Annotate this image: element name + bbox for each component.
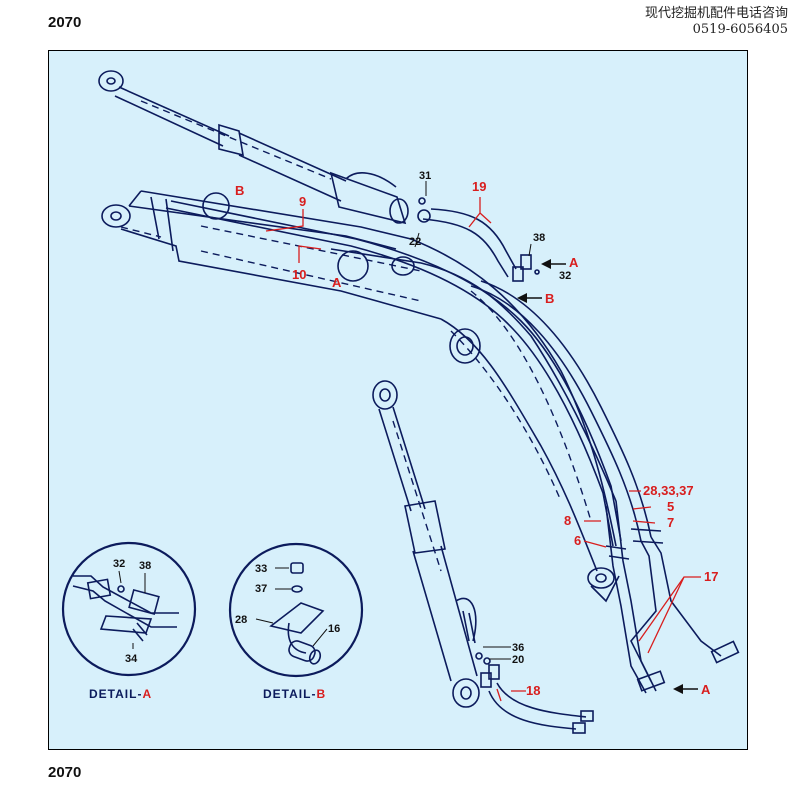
detail-a: 32 38 34 [61,541,197,677]
callout-7: 7 [667,515,674,530]
hose-19-assembly [417,197,540,282]
boom-cylinder-upper [98,70,409,225]
callout-a-right: A [569,255,579,270]
callout-b-right: B [545,291,554,306]
callout-17: 17 [704,569,718,584]
callout-9: 9 [299,194,306,209]
detail-b-label-33: 33 [255,563,267,575]
callout-38: 38 [533,232,545,244]
hose-18-assembly [475,652,594,734]
callout-31: 31 [419,170,431,182]
detail-a-marker [337,250,369,282]
hydraulic-piping-diagram: 32 38 34 DETAIL-A 33 37 28 16 DETAIL-B [61,70,740,734]
arm-cylinder [372,380,480,708]
page-code-bottom: 2070 [48,764,82,781]
detail-b-marker [202,192,230,220]
diagram-panel: 32 38 34 DETAIL-A 33 37 28 16 DETAIL-B [48,50,748,750]
leader-lines [265,181,701,702]
callout-a-mid: A [332,275,342,290]
callout-19: 19 [472,179,486,194]
detail-b-label-28: 28 [235,614,247,626]
detail-a-label-34: 34 [125,653,138,665]
detail-b: 33 37 28 16 [228,542,364,678]
detail-b-label-37: 37 [255,583,267,595]
boom-hydraulic-lines [165,200,740,694]
callout-6: 6 [574,533,581,548]
detail-a-title: DETAIL-A [89,687,152,701]
callout-20: 20 [512,654,524,666]
page-code-top: 2070 [48,14,82,31]
detail-a-label-32: 32 [113,558,125,570]
callout-22: 22 [409,236,421,248]
callout-32: 32 [559,270,571,282]
callout-5: 5 [667,499,674,514]
contact-line-1: 现代挖掘机配件电话咨询 [644,6,788,21]
callout-10: 10 [292,267,306,282]
detail-b-label-16: 16 [328,623,340,635]
callout-36: 36 [512,642,524,654]
contact-line-2: 0519-6056405 [692,22,788,37]
callout-b-top: B [235,183,244,198]
callout-a-bottom: A [701,682,711,697]
callout-28-33-37: 28,33,37 [643,483,694,498]
callout-18: 18 [526,683,540,698]
contact-note: 现代挖掘机配件电话咨询 0519-6056405 [645,6,788,38]
detail-b-title: DETAIL-B [263,687,326,701]
direction-arrows [517,259,698,694]
detail-a-label-38: 38 [139,560,151,572]
callout-8: 8 [564,513,571,528]
